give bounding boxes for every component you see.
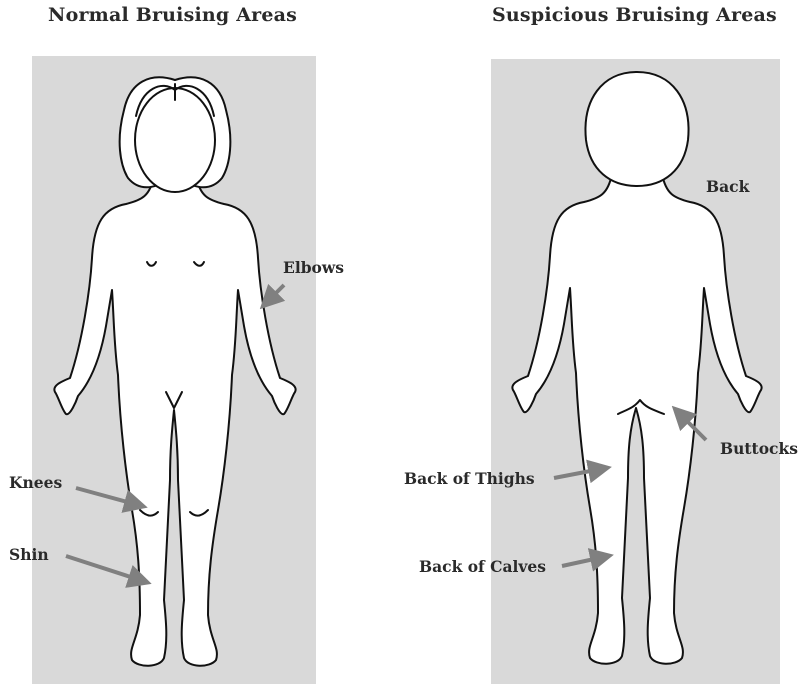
label-knees: Knees (9, 473, 62, 492)
label-buttocks: Buttocks (720, 439, 798, 458)
label-shin: Shin (9, 545, 49, 564)
label-back: Back (706, 177, 749, 196)
label-elbows: Elbows (283, 258, 344, 277)
label-back-of-thighs: Back of Thighs (404, 469, 535, 488)
label-back-of-calves: Back of Calves (419, 557, 546, 576)
normal-panel-title: Normal Bruising Areas (48, 4, 297, 26)
suspicious-panel-title: Suspicious Bruising Areas (492, 4, 777, 26)
